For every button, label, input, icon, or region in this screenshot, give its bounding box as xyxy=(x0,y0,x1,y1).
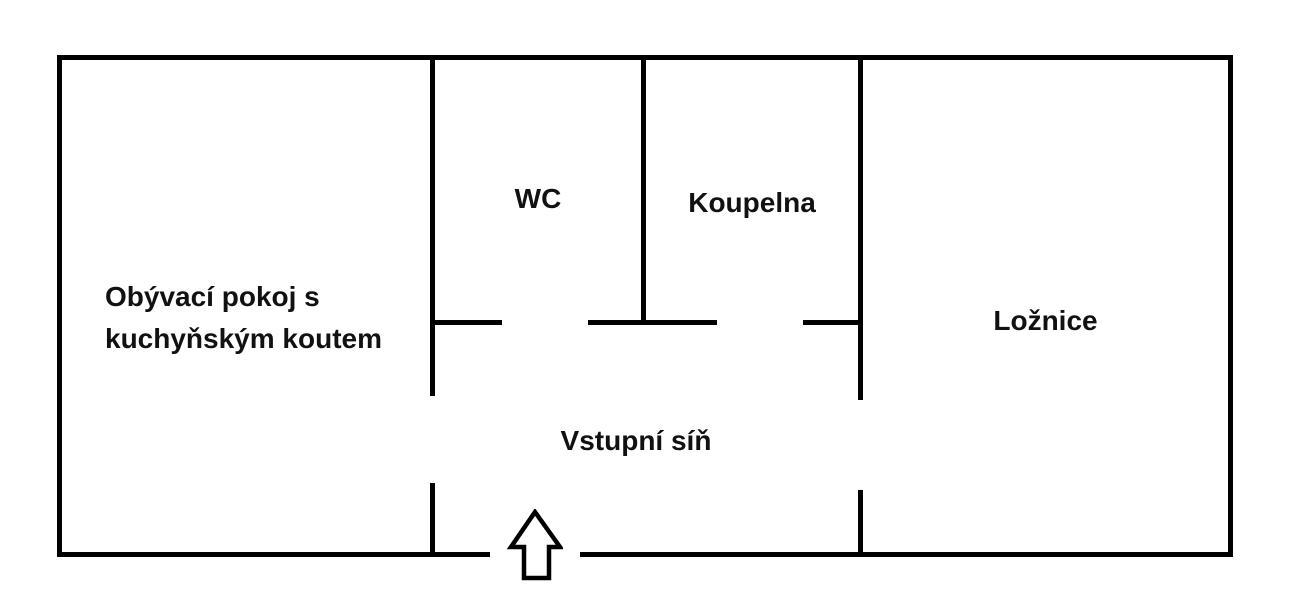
entrance-arrow-icon xyxy=(507,509,563,581)
wall-wc-bathroom xyxy=(641,55,646,325)
room-label-hall: Vstupní síň xyxy=(560,425,712,456)
room-label-living-room: Obývací pokoj s kuchyňským koutem xyxy=(105,276,435,360)
room-label-living-room-line2: kuchyňským koutem xyxy=(105,323,382,354)
room-label-wc: WC xyxy=(514,183,562,214)
wall-hall-top-segment-left xyxy=(430,320,502,325)
wall-living-hall-upper xyxy=(430,55,435,396)
wall-hall-bedroom-lower xyxy=(858,490,863,557)
wall-living-hall-lower xyxy=(430,483,435,557)
wall-hall-top-segment-right xyxy=(803,320,863,325)
room-label-bathroom: Koupelna xyxy=(688,187,816,218)
wall-bathroom-bedroom-upper xyxy=(858,55,863,400)
room-label-bedroom: Ložnice xyxy=(993,305,1098,336)
room-label-living-room-line1: Obývací pokoj s xyxy=(105,281,320,312)
wall-hall-top-segment-middle xyxy=(588,320,717,325)
